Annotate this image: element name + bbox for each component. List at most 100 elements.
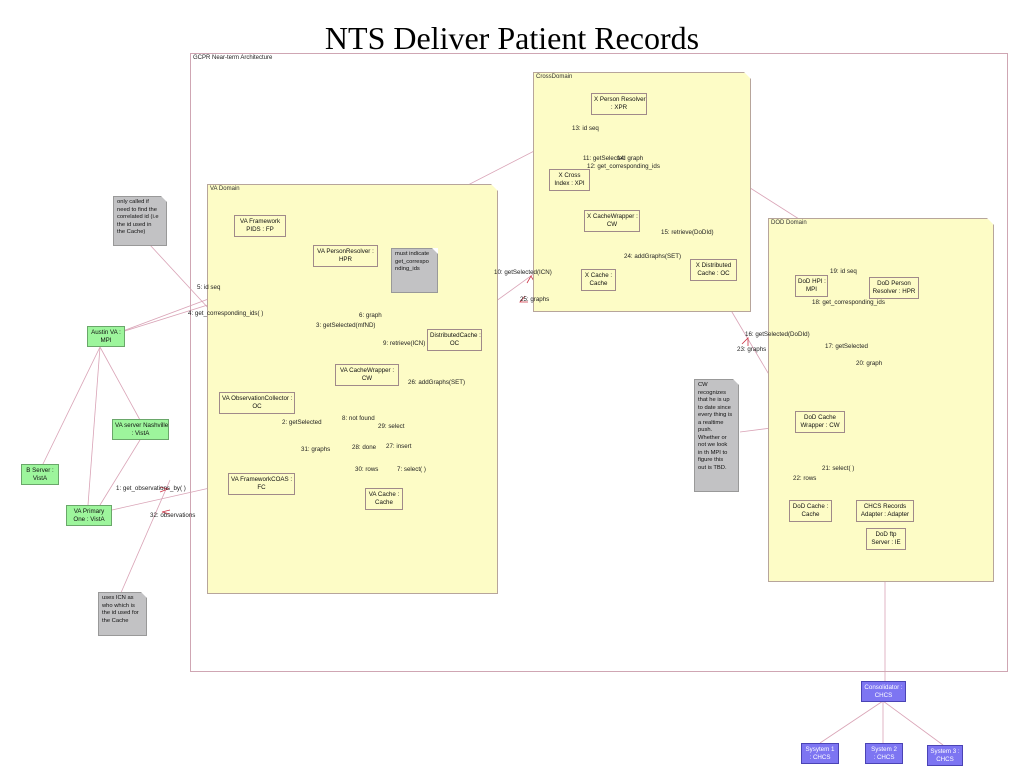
cross-domain-corner: [744, 72, 751, 79]
box-line: Sysytem 1: [805, 745, 835, 753]
box-line: DoD ftp: [875, 531, 897, 538]
box-line: System 2: [871, 745, 897, 753]
x-person-resolver-box[interactable]: X Person Resolver : XPR: [591, 93, 647, 115]
box-line: : CHCS: [809, 753, 831, 761]
message-label: 27: insert: [386, 443, 412, 450]
note-line: push.: [698, 427, 713, 433]
va-cache-box[interactable]: VA Cache : Cache: [365, 488, 403, 510]
consolidator-chcs-box[interactable]: Consolidator : CHCS: [861, 681, 906, 702]
box-line: OC: [252, 403, 262, 410]
box-line: DoD Person: [877, 280, 911, 287]
box-line: VA Primary: [73, 507, 105, 515]
dod-ftp-server-box[interactable]: DoD ftp Server : IE: [866, 528, 906, 550]
x-cache-wrapper-box[interactable]: X CacheWrapper : CW: [584, 210, 640, 232]
note-line: uses ICN as: [102, 595, 134, 601]
x-distributed-cache-box[interactable]: X Distributed Cache : OC: [690, 259, 737, 281]
va-person-resolver-box[interactable]: VA PersonResolver : HPR: [313, 245, 378, 267]
box-line: MPI: [100, 336, 112, 344]
box-line: DoD Cache: [804, 414, 836, 421]
chcs-records-adapter-box[interactable]: CHCS Records Adapter : Adapter: [856, 500, 914, 522]
x-cache-box[interactable]: X Cache : Cache: [581, 269, 616, 291]
x-cross-index-box[interactable]: X Cross Index : XPI: [549, 169, 590, 191]
box-line: B Server :: [26, 466, 54, 474]
message-label: 11: getSelected: [583, 155, 626, 162]
box-line: Cache: [589, 280, 608, 287]
box-line: Adapter : Adapter: [860, 511, 910, 518]
b-server-vista-box[interactable]: B Server : VistA: [21, 464, 59, 485]
message-label: 9: retrieve(ICN): [383, 340, 426, 347]
austin-va-mpi-box[interactable]: Austin VA : MPI: [87, 326, 125, 347]
message-label: 28: done: [352, 444, 377, 451]
va-cache-wrapper-box[interactable]: VA CacheWrapper : CW: [335, 364, 399, 386]
box-line: Resolver : HPR: [872, 288, 916, 295]
message-label: 20: graph: [856, 360, 883, 367]
note-line: need to find the: [117, 206, 157, 213]
note-line: out is TBD.: [698, 464, 727, 471]
note-line: the id used in: [117, 221, 152, 228]
note-line: in th MPI to: [698, 449, 728, 456]
system2-chcs-box[interactable]: System 2 : CHCS: [865, 743, 903, 764]
message-label: 23: graphs: [737, 346, 767, 353]
va-framework-pids-box[interactable]: VA Framework PIDS : FP: [234, 215, 286, 237]
system3-chcs-box[interactable]: System 3 : CHCS: [927, 745, 963, 766]
note-line: figure this: [698, 457, 724, 463]
message-label: 13: id seq: [572, 125, 599, 132]
note-line: who which is: [102, 602, 135, 609]
box-line: VA ObservationCollector :: [222, 395, 293, 402]
box-line: DistributedCache :: [430, 332, 481, 339]
message-label: 8: not found: [342, 415, 375, 422]
distributed-cache-va-box[interactable]: DistributedCache : OC: [427, 329, 482, 351]
note-corner: [733, 379, 739, 385]
message-label: 12: get_corresponding_ids: [587, 163, 660, 170]
message-label: 26: addGraphs(SET): [408, 379, 466, 386]
box-line: Austin VA :: [91, 328, 121, 336]
box-line: : VistA: [131, 429, 150, 437]
box-line: System 3 :: [930, 747, 960, 755]
dod-cache-wrapper-box[interactable]: DoD Cache Wrapper : CW: [795, 411, 845, 433]
note-line: every thing is: [698, 412, 733, 418]
called-if-note: only called if need to find the correlat…: [113, 196, 167, 246]
box-line: FC: [257, 484, 266, 491]
box-line: Index : XPI: [554, 180, 585, 187]
dod-hpi-mpi-box[interactable]: DoD HPI : MPI: [795, 275, 828, 297]
va-domain-label: VA Domain: [210, 186, 240, 192]
gcpr-architecture-frame: GCPR Near-term Architecture: [190, 53, 1008, 672]
page-title: NTS Deliver Patient Records: [324, 20, 700, 56]
note-line: a realtime: [698, 419, 724, 426]
message-label: 17: getSelected: [825, 343, 869, 350]
note-line: recognizes: [698, 389, 727, 396]
message-label: 6: graph: [359, 312, 382, 319]
note-line: not we look: [698, 442, 728, 448]
message-label: 16: getSelected(DoDId): [745, 331, 810, 338]
box-line: CHCS Records: [863, 503, 907, 510]
box-line: One : VistA: [73, 515, 105, 523]
dod-person-resolver-box[interactable]: DoD Person Resolver : HPR: [869, 277, 919, 299]
va-observation-collector-box[interactable]: VA ObservationCollector : OC: [219, 392, 295, 414]
message-label: 24: addGraphs(SET): [624, 253, 682, 260]
va-server-nashville-box[interactable]: VA server Nashville : VistA: [112, 419, 169, 440]
box-line: VA FrameworkCOAS :: [231, 476, 293, 483]
message-label: 29: select: [378, 423, 405, 430]
message-label: 14: graph: [617, 155, 644, 162]
dod-domain-label: DOD Domain: [771, 220, 807, 226]
message-label: 10: getSelected(ICN): [494, 269, 552, 276]
system1-chcs-box[interactable]: Sysytem 1 : CHCS: [801, 743, 839, 764]
va-framework-coas-box[interactable]: VA FrameworkCOAS : FC: [228, 473, 295, 495]
message-label: 2: getSelected: [282, 419, 322, 426]
must-indicate-note: must indicate get_correspo nding_ids: [391, 248, 438, 293]
note-line: must indicate: [395, 251, 430, 257]
box-line: DoD Cache :: [792, 503, 829, 510]
message-label: 7: select( ): [397, 466, 426, 473]
note-line: get_correspo: [395, 258, 429, 265]
box-line: PIDS : FP: [246, 226, 274, 233]
message-label: 19: id seq: [830, 268, 857, 275]
dod-cache-box[interactable]: DoD Cache : Cache: [789, 500, 832, 522]
note-line: CW: [698, 382, 708, 388]
message-label: 5: id seq: [197, 284, 221, 291]
message-label: 15: retrieve(DoDId): [661, 229, 714, 236]
dod-domain-corner: [987, 218, 994, 225]
frame-label: GCPR Near-term Architecture: [193, 55, 273, 61]
box-line: X Person Resolver: [594, 96, 646, 103]
va-primary-one-box[interactable]: VA Primary One : VistA: [66, 505, 112, 526]
box-line: X Distributed: [695, 262, 732, 269]
